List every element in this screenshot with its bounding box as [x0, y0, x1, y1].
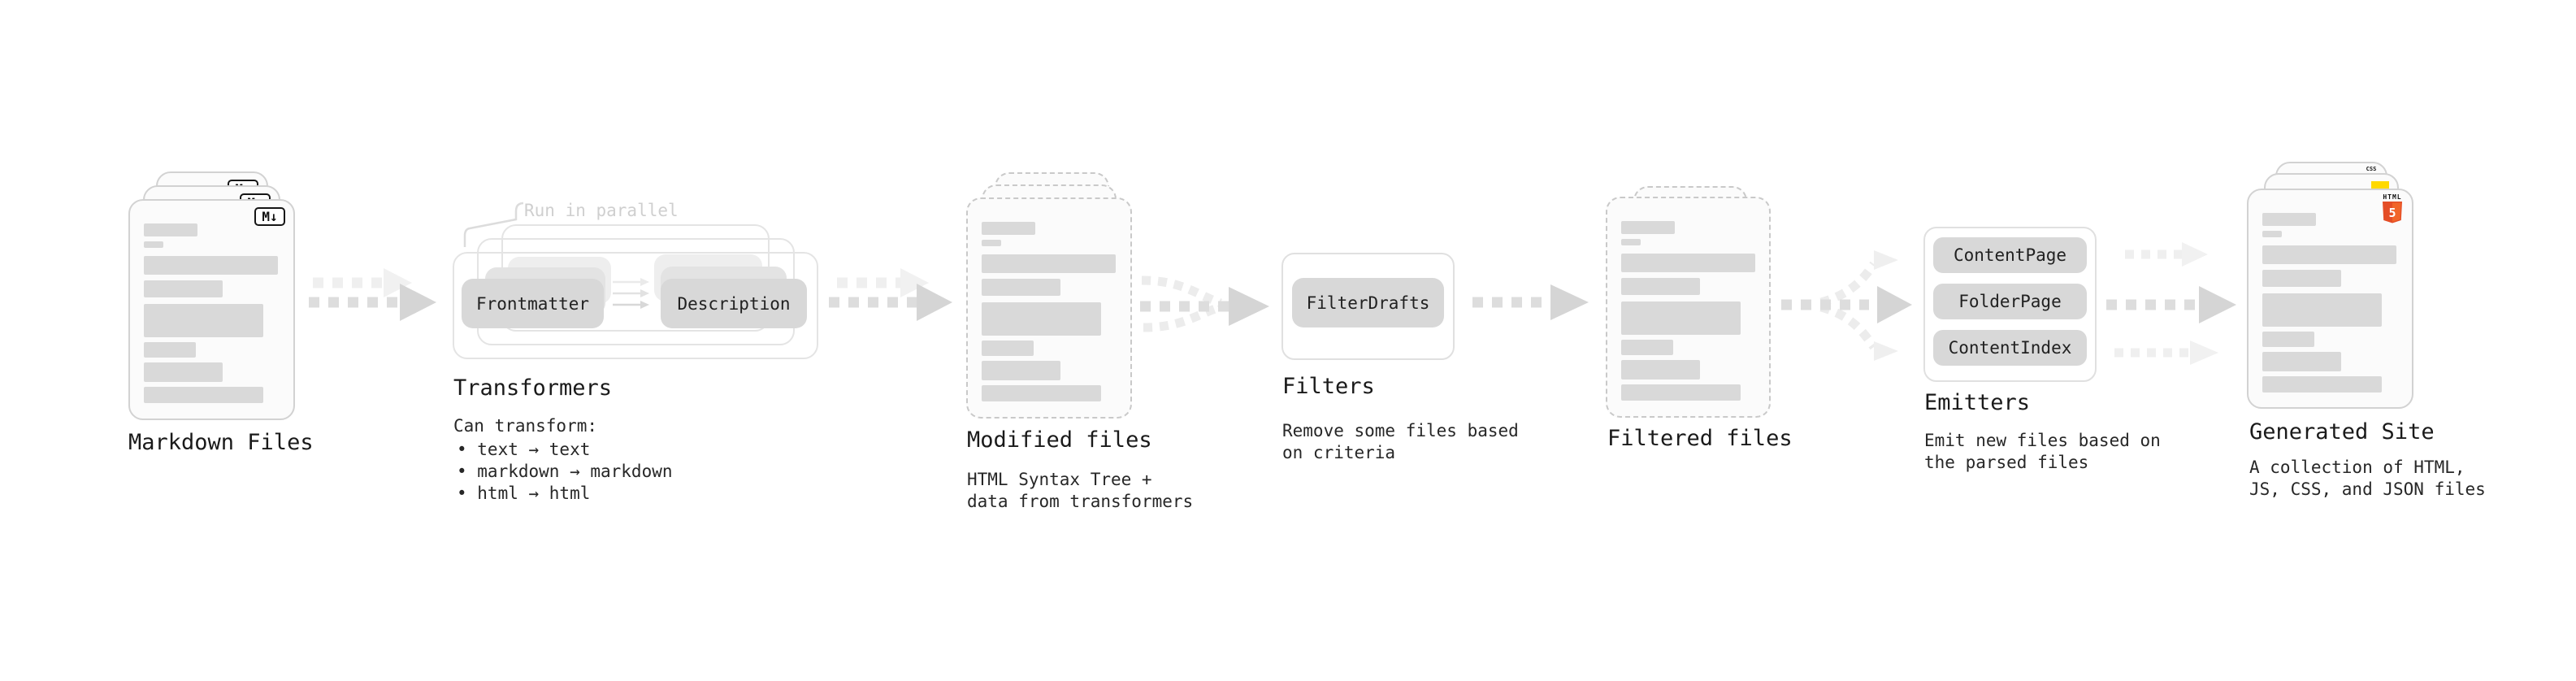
- placeholder-bar: [1621, 384, 1741, 401]
- transformers-label: Transformers: [453, 375, 613, 401]
- placeholder-bar: [1621, 254, 1755, 272]
- modified-files-desc-2: data from transformers: [967, 492, 1194, 511]
- generated-site-desc-2: JS, CSS, and JSON files: [2249, 479, 2486, 499]
- description-transformer: Description: [661, 279, 807, 328]
- placeholder-bar: [144, 362, 223, 382]
- transformers-desc-title: Can transform:: [453, 416, 598, 436]
- placeholder-bar: [144, 304, 263, 337]
- file-content-placeholder: [968, 199, 1130, 417]
- arrow-emitters-to-generated: [2106, 242, 2236, 365]
- modified-file-card-front: [966, 197, 1132, 419]
- generated-site-label: Generated Site: [2249, 419, 2435, 445]
- placeholder-bar: [982, 385, 1101, 401]
- placeholder-bar: [2262, 352, 2341, 371]
- arrow-markdown-to-transformers: [309, 268, 436, 321]
- parallel-arrows-icon: [613, 278, 649, 309]
- placeholder-bar: [144, 223, 197, 236]
- placeholder-bar: [982, 361, 1060, 380]
- placeholder-bar: [2262, 376, 2382, 393]
- placeholder-bar: [1621, 278, 1700, 295]
- file-content-placeholder: [1607, 198, 1769, 416]
- run-in-parallel-note: Run in parallel: [524, 201, 679, 220]
- filter-drafts-filter: FilterDrafts: [1292, 278, 1444, 327]
- emitters-desc-1: Emit new files based on: [1924, 431, 2161, 450]
- placeholder-bar: [144, 342, 196, 358]
- modified-files-desc-1: HTML Syntax Tree +: [967, 470, 1152, 489]
- placeholder-bar: [982, 340, 1034, 356]
- generated-site-desc-1: A collection of HTML,: [2249, 458, 2465, 477]
- html5-icon: HTML 5: [2381, 194, 2404, 227]
- filtered-file-card-front: [1606, 197, 1771, 418]
- placeholder-bar: [982, 254, 1116, 273]
- markdown-file-card-front: M↓: [128, 199, 295, 420]
- placeholder-bar: [982, 222, 1035, 235]
- transformers-frame-front: [453, 252, 818, 359]
- placeholder-bar: [2262, 231, 2282, 237]
- placeholder-bar: [1621, 221, 1675, 234]
- placeholder-bar: [2262, 245, 2396, 264]
- folder-page-emitter: FolderPage: [1933, 284, 2087, 319]
- generated-file-card-front: HTML 5: [2247, 189, 2413, 409]
- placeholder-bar: [144, 241, 163, 248]
- placeholder-bar: [1621, 301, 1741, 335]
- placeholder-bar: [144, 280, 223, 297]
- placeholder-bar: [144, 387, 263, 403]
- placeholder-bar: [2262, 293, 2382, 327]
- placeholder-bar: [1621, 360, 1700, 380]
- arrow-modified-to-filters: [1140, 275, 1269, 332]
- emitters-desc-2: the parsed files: [1924, 453, 2089, 472]
- placeholder-bar: [2262, 332, 2314, 347]
- placeholder-bar: [982, 279, 1060, 296]
- placeholder-bar: [144, 256, 278, 275]
- filters-desc-2: on criteria: [1282, 443, 1396, 462]
- file-content-placeholder: [130, 201, 293, 419]
- transformers-bullet-1: • text → text: [457, 440, 591, 459]
- transformers-bullet-3: • html → html: [457, 484, 591, 503]
- transformers-bullet-2: • markdown → markdown: [457, 462, 673, 481]
- placeholder-bar: [1621, 239, 1641, 245]
- arrow-transformers-to-modified: [829, 268, 952, 321]
- placeholder-bar: [1621, 340, 1673, 355]
- filters-desc-1: Remove some files based: [1282, 421, 1519, 440]
- html5-number: 5: [2388, 206, 2396, 220]
- placeholder-bar: [2262, 270, 2341, 287]
- arrow-filtered-to-emitters: [1781, 250, 1912, 361]
- placeholder-bar: [2262, 213, 2316, 226]
- content-page-emitter: ContentPage: [1933, 237, 2087, 273]
- placeholder-bar: [982, 240, 1001, 246]
- run-in-parallel-connector: [463, 202, 524, 247]
- filtered-files-label: Filtered files: [1607, 426, 1793, 451]
- filters-label: Filters: [1282, 374, 1375, 399]
- markdown-icon: M↓: [254, 207, 285, 226]
- modified-files-label: Modified files: [967, 427, 1152, 453]
- file-content-placeholder: [2249, 190, 2412, 407]
- markdown-files-label: Markdown Files: [128, 430, 314, 455]
- frontmatter-transformer: Frontmatter: [462, 279, 604, 328]
- arrow-filters-to-filtered: [1472, 284, 1589, 320]
- emitters-label: Emitters: [1924, 390, 2031, 415]
- placeholder-bar: [982, 302, 1101, 336]
- content-index-emitter: ContentIndex: [1933, 330, 2087, 366]
